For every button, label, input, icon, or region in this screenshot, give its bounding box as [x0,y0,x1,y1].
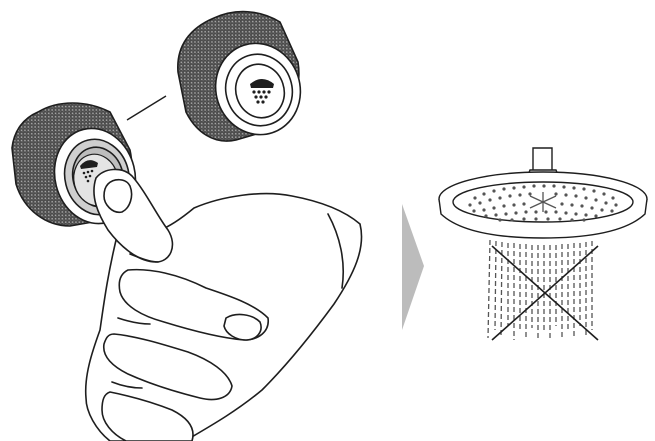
shower-head-stop-icon [439,148,647,238]
thumbnail [104,180,132,213]
hand-pressing-button [86,169,362,441]
thumb [94,169,173,262]
water-streams [488,240,592,340]
shower-control-button-rear [178,12,312,146]
next-step-arrow [402,204,424,330]
connector-line [127,96,166,120]
shower-arm [533,148,552,172]
